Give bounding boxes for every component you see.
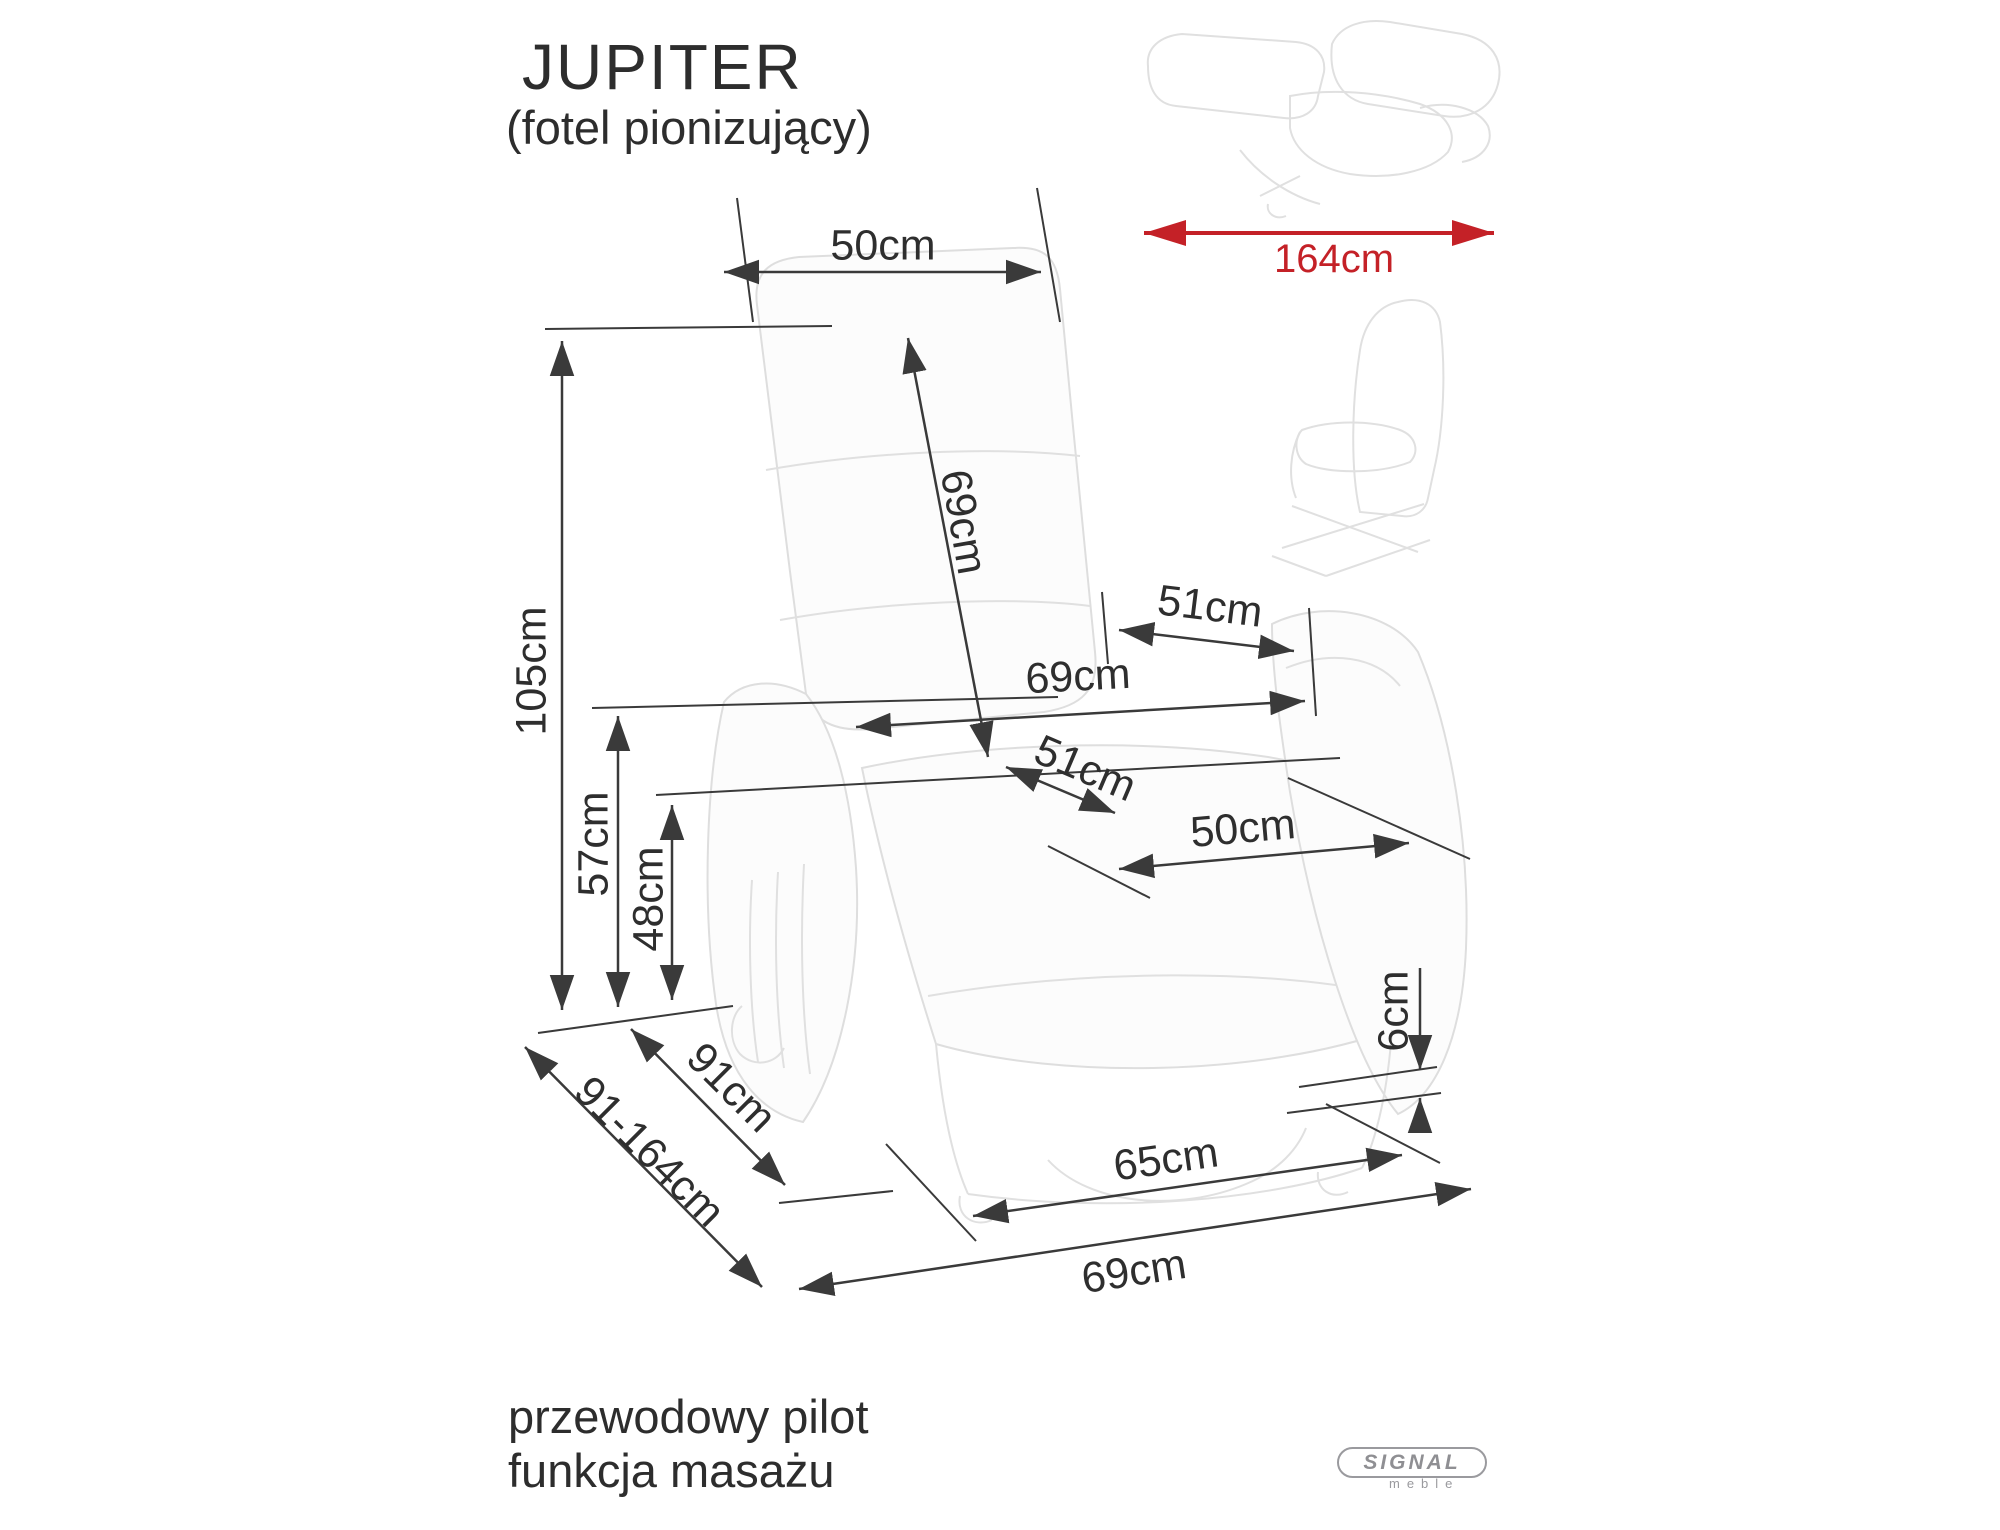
dim-overall-height	[537, 325, 833, 1034]
dim-tick	[1287, 777, 1471, 860]
dim-line	[524, 1046, 763, 1288]
side-view-chair-sketch	[1271, 299, 1445, 577]
sideview-front	[1290, 431, 1301, 499]
dim-seat-width	[1047, 777, 1471, 899]
signal-logo: SIGNAL	[1337, 1447, 1487, 1478]
dim-tick	[1101, 591, 1109, 665]
main-chair-sketch	[706, 246, 1468, 1224]
dim-line	[798, 1182, 1472, 1296]
chair-right-armrest-seam	[1285, 656, 1401, 687]
feature-note-massage: funkcja masażu	[508, 1443, 835, 1497]
reclined-legrest	[1146, 32, 1326, 120]
page-title: JUPITER	[522, 31, 803, 103]
reclined-seat	[1289, 90, 1453, 177]
dim-label-seat-width: 50cm	[1188, 800, 1298, 857]
dim-label-seat-height: 48cm	[624, 846, 673, 952]
dim-depth-reclined-range	[524, 1046, 763, 1288]
dim-tick	[1036, 187, 1061, 323]
dim-seat-height	[655, 757, 1341, 1000]
dim-tick	[885, 1143, 977, 1242]
dim-overall-width	[778, 1182, 1472, 1296]
dim-tick	[1298, 1066, 1438, 1088]
sideview-seat	[1295, 421, 1417, 473]
feature-note-remote: przewodowy pilot	[508, 1390, 869, 1443]
dim-tick	[1286, 1092, 1442, 1114]
feature-notes: przewodowy pilot funkcja masażu	[508, 1390, 869, 1497]
dimension-lines	[524, 187, 1494, 1296]
dim-tick	[655, 757, 1341, 796]
dim-label-overall-height: 105cm	[507, 606, 556, 736]
sideview-lift-mechanism	[1271, 503, 1431, 577]
dim-armrest-span	[1101, 591, 1317, 717]
dim-line	[1118, 833, 1410, 879]
dim-label-base-clearance: 6cm	[1369, 970, 1418, 1052]
dim-line	[902, 337, 994, 758]
reclined-chair-sketch	[1146, 20, 1501, 219]
dim-tick	[1308, 607, 1317, 717]
page-subtitle: (fotel pionizujący)	[506, 101, 872, 154]
dim-label-backrest-top-width: 50cm	[830, 221, 936, 270]
dim-line	[855, 690, 1306, 738]
dim-seat-depth	[1005, 765, 1116, 815]
dim-tick	[537, 1005, 734, 1034]
reclined-mechanism	[1239, 149, 1321, 219]
reclined-backrest	[1330, 20, 1501, 118]
dim-base-clearance	[1286, 968, 1442, 1133]
signal-logo-brand: SIGNAL	[1363, 1450, 1461, 1474]
signal-logo-sub: meble	[1389, 1476, 1460, 1491]
sideview-backrest	[1352, 299, 1445, 518]
dim-line	[1005, 765, 1116, 815]
dim-label-armrest-height: 57cm	[569, 791, 618, 897]
dim-backrest-top-width	[724, 187, 1061, 323]
dim-tick	[544, 325, 833, 330]
reclined-arm	[1419, 103, 1491, 163]
dim-backrest-height	[902, 337, 994, 758]
dim-tick	[736, 197, 754, 323]
dim-overall-depth-upper	[855, 690, 1306, 738]
dim-tick	[778, 1190, 894, 1204]
dim-tick	[1047, 845, 1151, 899]
dim-line	[1118, 622, 1295, 659]
dim-tick	[1325, 1103, 1441, 1164]
dim-label-overall-depth-upper: 69cm	[1024, 649, 1132, 704]
dim-label-length-reclined: 164cm	[1273, 237, 1395, 281]
